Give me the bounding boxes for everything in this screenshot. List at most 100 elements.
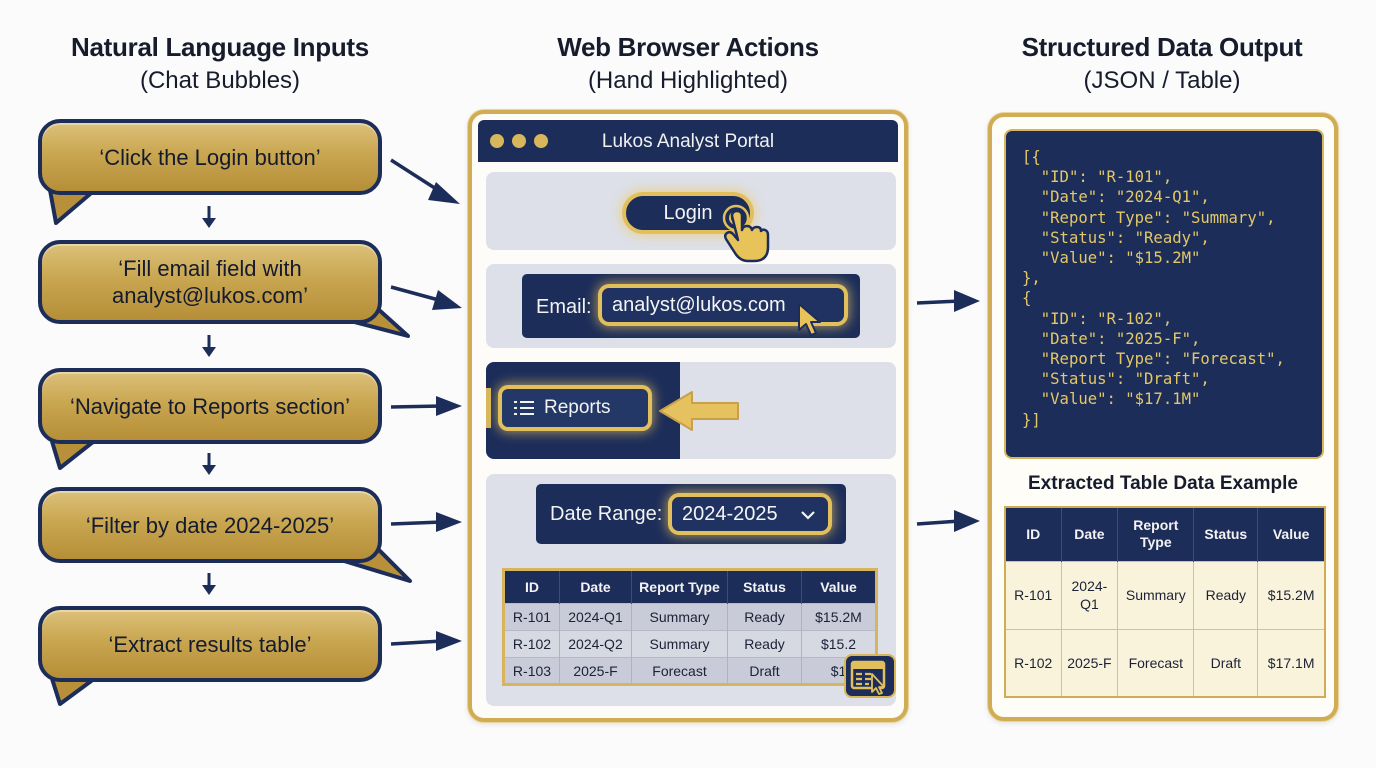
date-range-select[interactable]: 2024-2025 [670,495,830,533]
browser-titlebar: Lukos Analyst Portal [478,120,898,162]
pointing-hand-icon [722,204,770,263]
table-cell: 2025-F [559,657,632,685]
table-cell: Ready [727,630,802,658]
date-range-label: Date Range: [550,503,663,525]
arrow-to-email-icon [390,285,462,310]
down-arrow-icon [202,573,216,595]
login-button[interactable]: Login [624,194,752,232]
sidebar-item-reports[interactable]: Reports [500,387,650,429]
column-header[interactable]: Status [727,569,802,604]
table-row[interactable]: R-102 2024-Q2 Summary Ready $15.2 [503,630,877,658]
table-row[interactable]: R-101 2024-Q1 Summary Ready $15.2M [503,603,877,631]
actions-heading: Web Browser Actions (Hand Highlighted) [498,32,878,95]
column-header: ID [1005,507,1062,561]
date-filter: Date Range: 2024-2025 [536,484,846,544]
login-card: Login [486,172,896,263]
chat-bubble-filter: ‘Filter by date 2024-2025’ [38,487,412,583]
email-form: Email: analyst@lukos.com [522,274,860,338]
email-card: Email: analyst@lukos.com [486,264,896,348]
window-dot-icon[interactable] [534,134,548,148]
table-row: R-102 2025-F Forecast Draft $17.1M [1004,628,1326,698]
arrow-to-json-icon [916,290,980,312]
column-header: Value [1257,507,1326,561]
reports-card: Reports [486,362,896,459]
column-header: Status [1193,507,1259,561]
inputs-subtitle: (Chat Bubbles) [139,67,301,94]
column-header[interactable]: Report Type [631,569,728,604]
browser-window: Lukos Analyst Portal Login Email: analys… [468,110,908,722]
table-cell: R-101 [503,603,560,631]
bubble-text: ‘Fill email field with analyst@lukos.com… [38,240,382,324]
window-dot-icon[interactable] [512,134,526,148]
bubble-text: ‘Navigate to Reports section’ [38,368,382,444]
arrow-to-table-icon [390,631,462,651]
window-dot-icon[interactable] [490,134,504,148]
chevron-down-icon [801,511,815,520]
table-cell: R-102 [1004,628,1062,698]
down-arrow-icon [202,453,216,475]
table-cell: 2024-Q2 [559,630,632,658]
table-cell: 2024-Q1 [559,603,632,631]
bubble-text: ‘Extract results table’ [38,606,382,682]
output-title: Structured Data Output [1021,32,1303,62]
table-cell: Ready [1193,560,1259,630]
table-cell: Forecast [631,657,728,685]
table-cell: $15.2M [1257,560,1326,630]
table-cell: $17.1M [1257,628,1326,698]
table-cursor-icon [850,660,886,695]
output-panel: [{ "ID": "R-101", "Date": "2024-Q1", "Re… [988,113,1338,721]
inputs-heading: Natural Language Inputs (Chat Bubbles) [40,32,400,95]
column-header: Date [1061,507,1119,561]
inputs-title: Natural Language Inputs [71,32,369,62]
table-cell: Summary [1117,560,1195,630]
arrow-to-reports-icon [390,396,462,416]
table-cell: Summary [631,630,728,658]
table-cell: R-102 [503,630,560,658]
table-cell: $15.2M [801,603,877,631]
table-row: R-101 2024-Q1 Summary Ready $15.2M [1004,560,1326,630]
table-cell: R-101 [1004,560,1062,630]
table-cell: Ready [727,603,802,631]
extracted-table-title: Extracted Table Data Example [1028,473,1298,494]
column-header: Report Type [1117,507,1195,561]
arrow-to-filter-icon [390,512,462,532]
gold-arrow-icon [659,391,739,431]
down-arrow-icon [202,206,216,228]
results-card: Date Range: 2024-2025 ID Date Report Typ… [486,474,896,706]
extracted-table: ID Date Report Type Status Value R-101 2… [1004,506,1326,698]
chat-bubble-login: ‘Click the Login button’ [38,119,382,225]
mouse-cursor-icon [798,303,821,336]
table-cell: Forecast [1117,628,1195,698]
bubble-text: ‘Filter by date 2024-2025’ [38,487,382,563]
list-icon [514,401,534,415]
output-heading: Structured Data Output (JSON / Table) [980,32,1344,95]
date-range-value: 2024-2025 [682,503,778,525]
column-header[interactable]: Date [559,569,632,604]
down-arrow-icon [202,335,216,357]
extract-table-button[interactable] [844,654,896,698]
column-header[interactable]: ID [503,569,560,604]
table-cell: $15.2 [801,630,877,658]
chat-bubble-extract: ‘Extract results table’ [38,606,382,706]
table-cell: Summary [631,603,728,631]
json-output: [{ "ID": "R-101", "Date": "2024-Q1", "Re… [1004,129,1324,459]
actions-title: Web Browser Actions [557,32,819,62]
table-cell: 2025-F [1060,628,1119,698]
arrow-to-login-icon [390,158,460,204]
actions-subtitle: (Hand Highlighted) [587,67,789,94]
table-cell: Draft [1193,628,1259,698]
json-code: [{ "ID": "R-101", "Date": "2024-Q1", "Re… [1022,148,1285,429]
table-cell: R-103 [503,657,560,685]
chat-bubble-email: ‘Fill email field with analyst@lukos.com… [38,240,410,338]
email-label: Email: [536,296,592,318]
results-table: ID Date Report Type Status Value R-101 2… [502,568,878,686]
reports-sidebar: Reports [486,362,680,459]
active-indicator [486,388,491,428]
reports-label: Reports [544,397,611,418]
column-header[interactable]: Value [801,569,877,604]
arrow-to-extracted-table-icon [916,510,980,532]
output-subtitle: (JSON / Table) [1083,67,1241,94]
table-cell: 2024-Q1 [1060,560,1119,630]
table-cell: Draft [727,657,802,685]
table-row[interactable]: R-103 2025-F Forecast Draft $1 [503,657,877,685]
